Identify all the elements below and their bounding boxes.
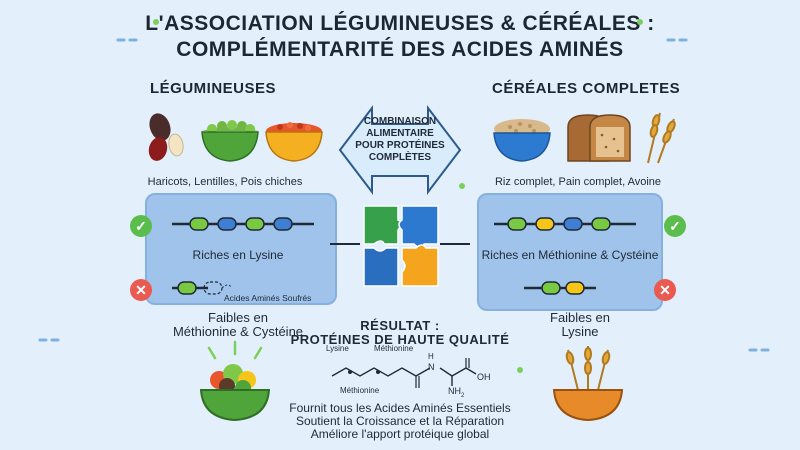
combination-arrow — [338, 105, 462, 195]
molecule-nh2: NH2 — [448, 386, 464, 399]
puzzle-connectors — [330, 243, 470, 245]
cereals-missing-chain — [524, 281, 596, 295]
cereals-foods: Riz complet, Pain complet, Avoine — [494, 176, 662, 188]
legumes-panel — [145, 193, 337, 305]
bread-icon — [567, 114, 631, 162]
legumes-cross-icon: ✕ — [130, 279, 152, 301]
benefit-2: Soutient la Croissance et la Réparation — [295, 414, 505, 428]
peas-bowl-icon — [201, 120, 259, 162]
molecule-oh: OH — [477, 372, 491, 382]
result-line-2: PROTÉINES DE HAUTE QUALITÉ — [290, 332, 510, 347]
combination-line-1: COMBINAISON — [363, 116, 437, 127]
molecule-n: N — [428, 362, 435, 372]
wheat-icon — [647, 112, 676, 164]
molecule-lysine: Lysine — [326, 344, 349, 353]
cereals-poor-label: Faibles en Lysine — [520, 311, 640, 339]
beans-icon — [148, 113, 184, 161]
benefit-1: Fournit tous les Acides Aminés Essentiel… — [289, 401, 511, 415]
combination-line-2: ALIMENTAIRE — [366, 128, 434, 139]
legumes-poor-line-2: Méthionine & Cystéine — [172, 324, 304, 339]
combination-line-4: COMPLÈTES — [368, 152, 432, 163]
molecule-nh: NH — [448, 386, 461, 396]
legumes-amino-chain — [172, 217, 314, 231]
legumes-poor-line-1: Faibles en — [208, 310, 268, 325]
cereals-poor-line-1: Faibles en — [550, 310, 610, 325]
cereals-poor-line-2: Lysine — [561, 324, 599, 339]
combination-text: COMBINAISON ALIMENTAIRE POUR PROTÉINES C… — [355, 116, 445, 164]
molecule-diagram — [331, 358, 477, 388]
molecule-nh-sub: 2 — [461, 392, 465, 399]
rice-bowl-icon — [493, 119, 551, 162]
legumes-check-icon: ✓ — [130, 215, 152, 237]
cereals-cross-icon: ✕ — [654, 279, 676, 301]
benefit-3: Améliore l'apport protéique global — [310, 427, 490, 441]
cereals-rich-label: Riches en Méthionine & Cystéine — [481, 248, 659, 262]
legumes-illustration — [148, 113, 323, 162]
lentils-bowl-icon — [265, 122, 323, 162]
salad-bowl-icon — [199, 340, 271, 422]
legumes-foods: Haricots, Lentilles, Pois chiches — [147, 176, 303, 188]
combination-line-3: POUR PROTÉINES — [355, 140, 445, 151]
cereals-illustration — [493, 112, 676, 164]
result-line-1: RÉSULTAT : — [360, 318, 440, 333]
molecule-methionine-top: Méthionine — [374, 344, 414, 353]
title-line-2: COMPLÉMENTARITÉ DES ACIDES AMINÉS — [176, 38, 624, 61]
legumes-rich-label: Riches en Lysine — [192, 248, 284, 262]
legumes-heading: LÉGUMINEUSES — [150, 80, 277, 97]
grain-bowl-icon — [552, 346, 624, 422]
molecule-h: H — [428, 352, 434, 361]
cereals-amino-chain — [494, 217, 636, 231]
cereals-heading: CÉRÉALES COMPLETES — [492, 80, 681, 97]
legumes-poor-label: Faibles en Méthionine & Cystéine — [158, 311, 318, 339]
puzzle-icon — [363, 205, 439, 287]
legumes-missing-tag: Acides Aminés Soufrés — [224, 293, 312, 303]
cereals-check-icon: ✓ — [664, 215, 686, 237]
benefits-list: Fournit tous les Acides Aminés Essentiel… — [270, 402, 530, 441]
title-line-1: L'ASSOCIATION LÉGUMINEUSES & CÉRÉALES : — [145, 12, 655, 35]
legumes-missing-chain — [172, 281, 233, 295]
molecule-methionine-bottom: Méthionine — [340, 386, 380, 395]
